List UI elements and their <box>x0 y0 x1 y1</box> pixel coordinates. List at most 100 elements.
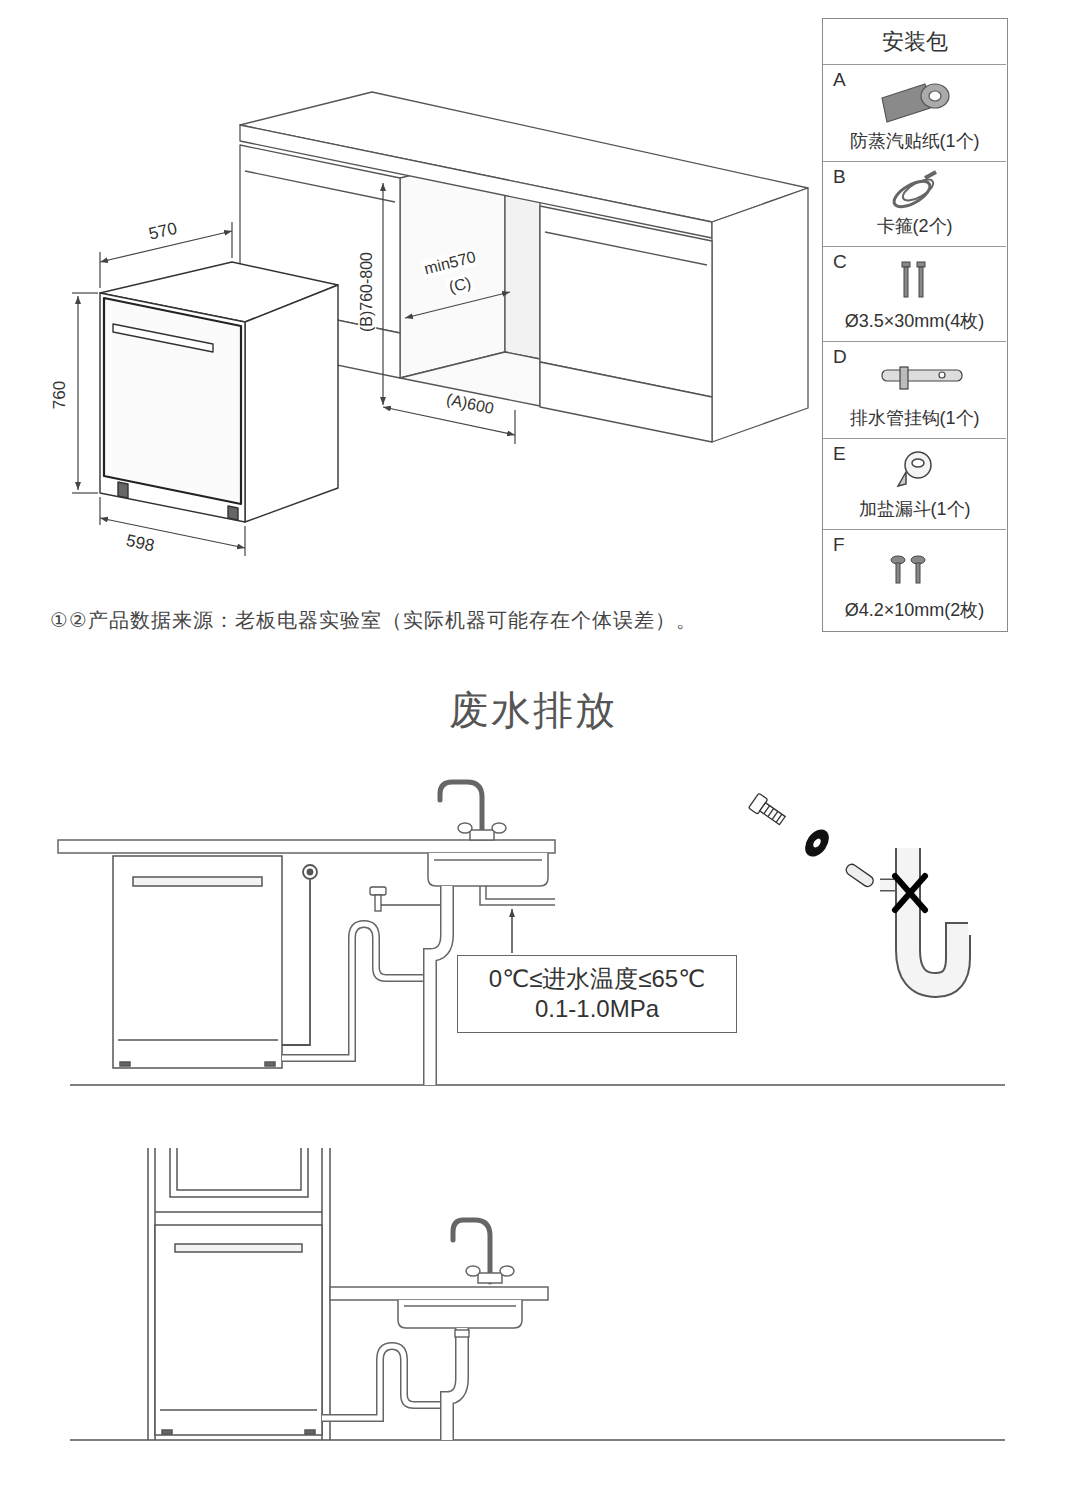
dimension-line <box>405 292 510 318</box>
drain-hose <box>322 1346 440 1418</box>
dishwasher-3d <box>104 298 241 504</box>
kitchen-counter <box>428 853 548 886</box>
dishwasher-front <box>305 1430 315 1434</box>
dimension-line <box>100 518 245 548</box>
rubber-washer <box>800 825 834 861</box>
tall-cabinet <box>155 1211 322 1213</box>
item-letter: E <box>833 443 846 466</box>
tall-cabinet <box>147 1148 149 1440</box>
dimension-line <box>383 407 515 435</box>
faucet-knob <box>492 823 506 833</box>
kitchen-counter <box>330 1287 548 1300</box>
dishwasher-3d <box>245 285 338 522</box>
dishwasher-front <box>120 1062 130 1066</box>
kitchen-cabinet <box>712 188 808 442</box>
kitchen-cabinet <box>540 362 712 442</box>
parts-table-cell: A防蒸汽贴纸(1个) <box>823 64 1006 161</box>
dimension-line <box>100 231 232 262</box>
spec-text: 0℃≤进水温度≤65℃ <box>489 964 705 994</box>
clamp-icon <box>890 176 934 212</box>
screw-icon <box>902 262 925 297</box>
sticker-roll-icon <box>921 84 949 108</box>
pipe-stub <box>844 862 875 888</box>
screw-icon <box>902 262 910 267</box>
dimension-label: min570 <box>420 248 479 279</box>
rubber-washer <box>800 825 834 861</box>
drain-screw <box>748 793 787 828</box>
dishwasher-front <box>155 1225 322 1435</box>
kitchen-counter <box>330 1287 548 1328</box>
item-description: 排水管挂钩(1个) <box>850 408 980 430</box>
kitchen-counter <box>434 859 542 861</box>
parts-table-cell: D 排水管挂钩(1个) <box>823 341 1006 438</box>
water-inlet <box>308 870 313 875</box>
clamp-icon <box>925 172 936 178</box>
faucet <box>440 782 482 832</box>
cabinet-cavity <box>400 352 540 406</box>
faucet-knob <box>466 1266 514 1283</box>
screw-icon <box>916 563 920 583</box>
dishwasher-3d <box>118 482 128 498</box>
dimension-label: 760 <box>51 379 70 411</box>
tall-cabinet <box>170 1148 308 1197</box>
dimension-line <box>231 222 232 258</box>
tall-cabinet <box>177 1148 301 1190</box>
dishwasher-front <box>155 1225 322 1435</box>
screw-icon <box>891 556 925 583</box>
hose-hook-icon <box>900 367 908 389</box>
faucet-knob <box>500 1266 514 1276</box>
dishwasher-front <box>113 856 282 1068</box>
parts-table-cell: B卡箍(2个) <box>823 161 1006 246</box>
dishwasher-front <box>118 1039 278 1041</box>
parts-table: 安装包A防蒸汽贴纸(1个)B卡箍(2个)CØ3.5×30mm(4枚)D排水管挂钩… <box>822 18 1008 632</box>
dimension-line <box>77 296 78 490</box>
dishwasher-front <box>113 856 282 1068</box>
item-letter: D <box>833 346 847 369</box>
drain-hose <box>430 886 447 1085</box>
dimension-label: (A)600 <box>443 390 498 418</box>
forbidden-cross <box>895 876 925 910</box>
forbidden-cross <box>895 876 925 910</box>
dimension-line <box>383 183 515 444</box>
faucet-knob <box>478 1273 502 1283</box>
p-trap <box>908 848 968 985</box>
salt-funnel-icon <box>912 459 924 467</box>
p-trap <box>880 848 968 985</box>
kitchen-cabinet <box>245 171 395 202</box>
dishwasher-front <box>175 1244 302 1252</box>
water-inlet <box>282 865 317 1045</box>
clamp-icon <box>900 175 936 204</box>
water-inlet <box>303 865 317 879</box>
kitchen-counter <box>486 886 555 899</box>
drain-screw <box>764 806 770 814</box>
drain-screw <box>776 814 782 822</box>
dishwasher-3d <box>100 293 245 522</box>
dimension-line <box>72 292 98 293</box>
drain-screw <box>768 808 774 816</box>
drain-hose <box>322 1328 462 1440</box>
item-letter: B <box>833 166 846 189</box>
salt-funnel-icon <box>898 472 906 486</box>
air-gap-device <box>375 895 381 911</box>
faucet-knob <box>466 1266 480 1276</box>
dimension-label: 598 <box>122 531 158 556</box>
parts-table-cell: E加盐漏斗(1个) <box>823 438 1006 529</box>
spec-text: 0.1-1.0MPa <box>535 994 659 1024</box>
dimension-label: (B)760-800 <box>358 250 376 334</box>
dishwasher-3d <box>100 262 338 522</box>
drain-fitting <box>455 1330 469 1337</box>
drain-screw <box>760 803 785 825</box>
screw-icon <box>919 267 923 297</box>
faucet <box>440 782 482 832</box>
floor-line <box>70 1085 1005 1440</box>
p-trap <box>908 848 968 985</box>
dishwasher-front <box>160 1409 317 1411</box>
dimension-line <box>382 183 383 405</box>
dimension-line <box>99 252 100 288</box>
dimension-label: (C) <box>445 273 475 296</box>
dimension-line <box>514 410 515 444</box>
parts-table-cell: FØ4.2×10mm(2枚) <box>823 529 1006 630</box>
screw-icon <box>917 262 925 267</box>
source-note: ①②产品数据来源：老板电器实验室（实际机器可能存在个体误差）。 <box>50 607 697 633</box>
